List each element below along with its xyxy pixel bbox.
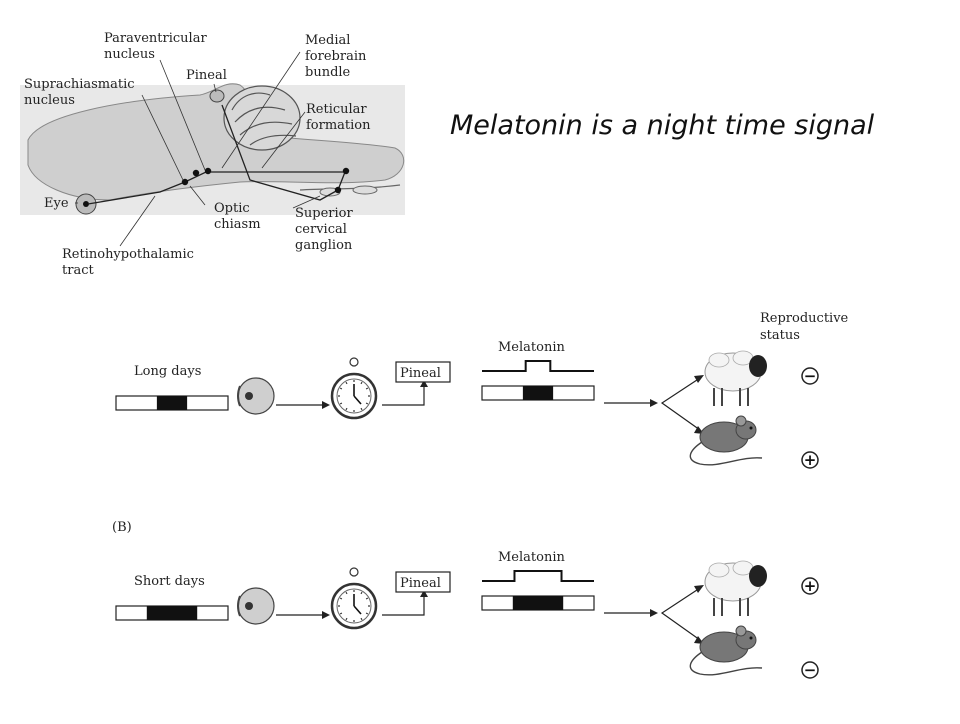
pineal-box [395,571,451,593]
cerebellum [223,85,301,151]
melatonin-pulse [482,570,594,582]
suprachiasmatic-label: Suprachiasmatic nucleus [24,77,139,108]
leader-lines [75,51,321,247]
arrow [382,385,425,406]
paraventricular-label: Paraventricular nucleus [104,31,211,62]
eye-label: Eye [44,196,69,211]
reticular-label: Reticular formation [306,102,371,133]
night-segment [522,386,554,400]
eye-icon [237,587,275,625]
split-arrows [660,587,701,641]
brain-icon [27,83,405,201]
reproductive-status-label: Reproductive status [760,311,852,343]
melatonin-pulse [482,360,594,372]
pineal-label: Pineal [186,68,227,83]
svg-text:+: + [804,577,817,595]
clock-icon [330,567,378,630]
ganglion-shape-2 [352,185,378,195]
neural-pathway [87,104,346,205]
retinohypothalamic-label: Retinohypothalamic tract [62,247,198,278]
optic-chiasm-label: Optic chiasm [214,201,261,232]
pathway-row: Long days Pineal Melatonin − + [115,340,819,469]
pathway-row: Short days Pineal Melatonin + − [115,550,819,679]
pineal-box-label: Pineal [400,576,441,591]
spinal-cord [299,184,401,191]
panel-b-label: (B) [112,520,132,535]
night-segment [156,396,188,410]
svg-text:−: − [804,367,817,385]
sheep-icon [704,350,767,406]
melatonin-label: Melatonin [498,550,565,565]
svg-text:+: + [804,451,817,469]
clock-icon [330,357,378,420]
eye-icon [237,377,275,415]
photoperiod-label: Short days [134,574,205,589]
pineal-box [395,361,451,383]
mouse-status-sign: + [801,451,819,469]
split-arrows [660,377,701,431]
medial-forebrain-label: Medial forebrain bundle [305,33,371,80]
svg-text:−: − [804,661,817,679]
night-segment [512,596,564,610]
photoperiod-label: Long days [134,364,201,379]
pineal-box-label: Pineal [400,366,441,381]
sheep-status-sign: + [801,577,819,595]
night-segment [146,606,198,620]
mouse-icon [689,415,763,466]
melatonin-label: Melatonin [498,340,565,355]
mouse-status-sign: − [801,661,819,679]
pineal-gland [209,89,225,103]
superior-cervical-label: Superior cervical ganglion [295,206,357,253]
arrow [382,595,425,616]
brain-diagram: Paraventricular nucleus Suprachiasmatic … [20,31,405,278]
slide-title: Melatonin is a night time signal [450,110,875,141]
sheep-status-sign: − [801,367,819,385]
mouse-icon [689,625,763,676]
sheep-icon [704,560,767,616]
